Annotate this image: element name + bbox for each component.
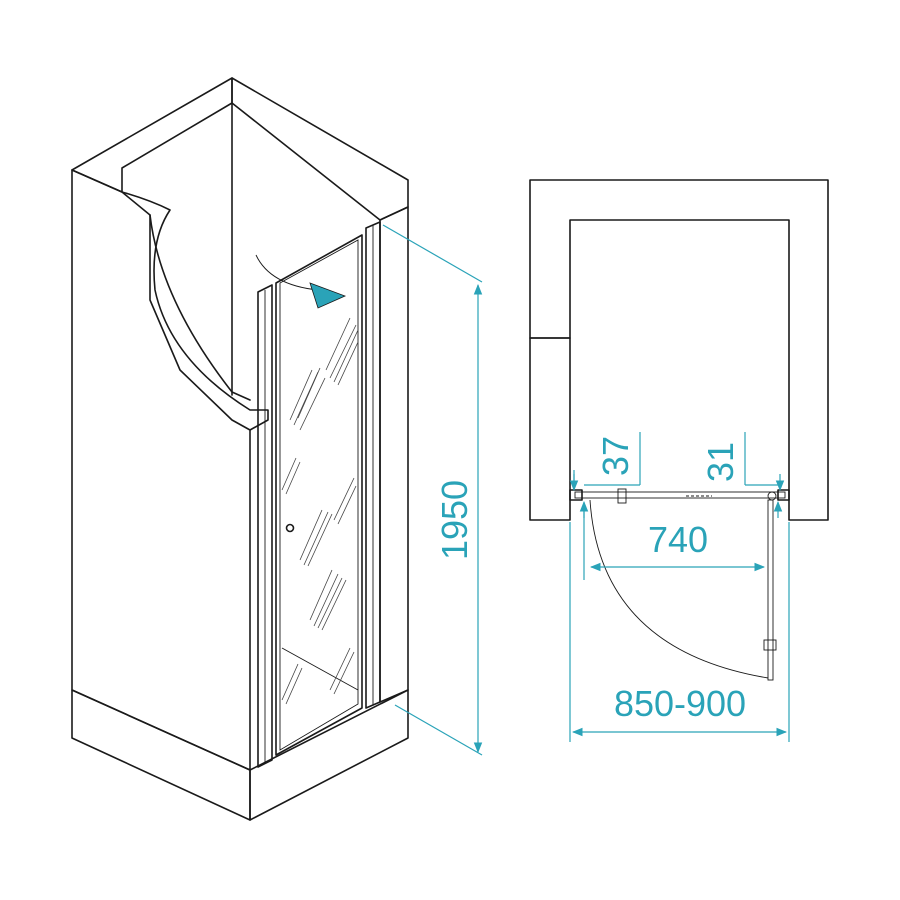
height-label: 1950 xyxy=(434,480,475,560)
left-wall-curve-outer xyxy=(121,191,269,431)
door-rail xyxy=(574,491,786,499)
door-width-label: 740 xyxy=(648,519,708,560)
tray-right xyxy=(249,689,409,821)
hinge-icon xyxy=(767,491,777,501)
door-swing-arc xyxy=(589,499,769,679)
left-wall-front xyxy=(71,169,251,771)
height-ext-bottom xyxy=(394,704,483,756)
swing-arrow-icon xyxy=(309,282,347,309)
back-wall-top xyxy=(231,77,409,221)
isometric-view: 1950 xyxy=(71,77,483,821)
door-glass xyxy=(275,234,363,756)
fixed-left-label: 37 xyxy=(595,436,636,476)
wall-profile-right xyxy=(365,221,381,709)
handle-top xyxy=(617,488,627,504)
swing-arc xyxy=(255,254,319,291)
plan-walls xyxy=(529,179,829,521)
plan-left-wall-lower xyxy=(529,337,571,521)
door-open-panel xyxy=(767,499,774,681)
left-wall-curve-inner xyxy=(149,214,251,401)
height-ext-top xyxy=(382,224,483,283)
handle-open xyxy=(763,639,777,651)
tray-front xyxy=(71,689,251,821)
right-wall-front xyxy=(379,206,409,703)
fixed-right-label: 31 xyxy=(700,442,741,482)
right-wall-profile xyxy=(777,489,790,501)
wall-profile-left xyxy=(257,284,273,768)
opening-range-label: 850-900 xyxy=(614,683,746,724)
door-knob-icon xyxy=(285,523,295,533)
glass-reflection xyxy=(281,317,359,705)
left-wall-profile xyxy=(569,489,583,501)
left-wall-top xyxy=(71,77,233,193)
plan-view: 37 31 740 850-900 xyxy=(529,179,829,742)
